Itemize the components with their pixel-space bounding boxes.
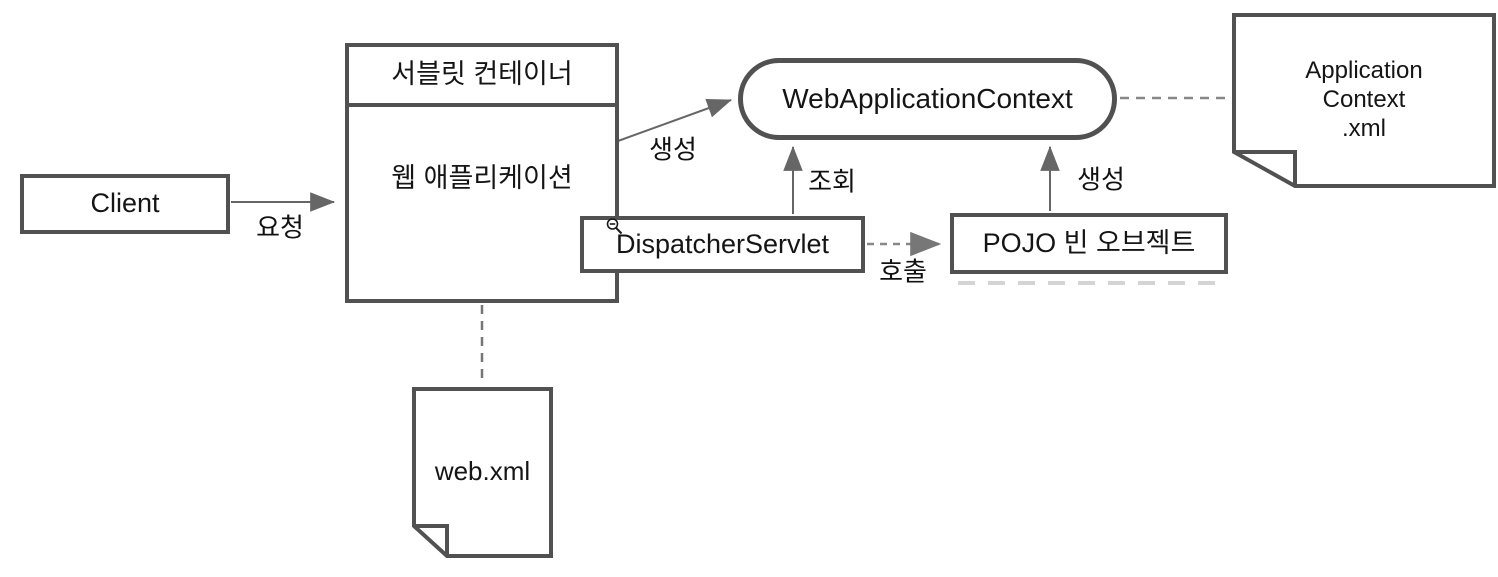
- edge-create-context-arrow: [617, 98, 733, 142]
- webxml-text: web.xml: [434, 455, 531, 486]
- dispatcher-servlet-label: DispatcherServlet: [615, 228, 830, 259]
- webxml-folded-corner: [414, 524, 449, 556]
- edge-label-create-context: 생성: [649, 134, 697, 165]
- edge-label-create-bean: 생성: [1077, 164, 1125, 195]
- webxml-document-shape: [412, 387, 553, 558]
- node-pojo-bean: POJO 빈 오브젝트: [950, 213, 1228, 274]
- appctx-text-line3: .xml: [1342, 114, 1386, 142]
- web-application-region: 웹 애플리케이션: [349, 107, 615, 299]
- appctx-folded-corner: [1234, 150, 1297, 186]
- appctx-text-line2: Context: [1322, 85, 1406, 113]
- servlet-container-header: 서블릿 컨테이너: [349, 47, 615, 107]
- edge-label-request: 요청: [256, 212, 304, 243]
- node-client-label: Client: [90, 188, 160, 219]
- pojo-bean-label: POJO 빈 오브젝트: [982, 227, 1196, 258]
- webxml-document-label: web.xml: [412, 387, 553, 555]
- node-servlet-container: 서블릿 컨테이너 웹 애플리케이션: [345, 43, 619, 303]
- web-application-context-label: WebApplicationContext: [782, 82, 1073, 114]
- edge-label-call: 호출: [879, 256, 927, 287]
- appctx-document-label: Application Context .xml: [1234, 15, 1494, 183]
- edge-label-lookup: 조회: [808, 166, 856, 197]
- node-dispatcher-servlet: DispatcherServlet: [580, 216, 865, 273]
- appctx-document-shape: [1232, 13, 1496, 188]
- node-client: Client: [20, 174, 230, 234]
- zoom-out-magnifier-icon: [606, 218, 623, 235]
- appctx-text-line1: Application: [1305, 56, 1423, 84]
- node-web-application-context: WebApplicationContext: [738, 58, 1117, 140]
- servlet-container-title: 서블릿 컨테이너: [391, 59, 573, 90]
- web-application-label: 웹 애플리케이션: [391, 163, 573, 193]
